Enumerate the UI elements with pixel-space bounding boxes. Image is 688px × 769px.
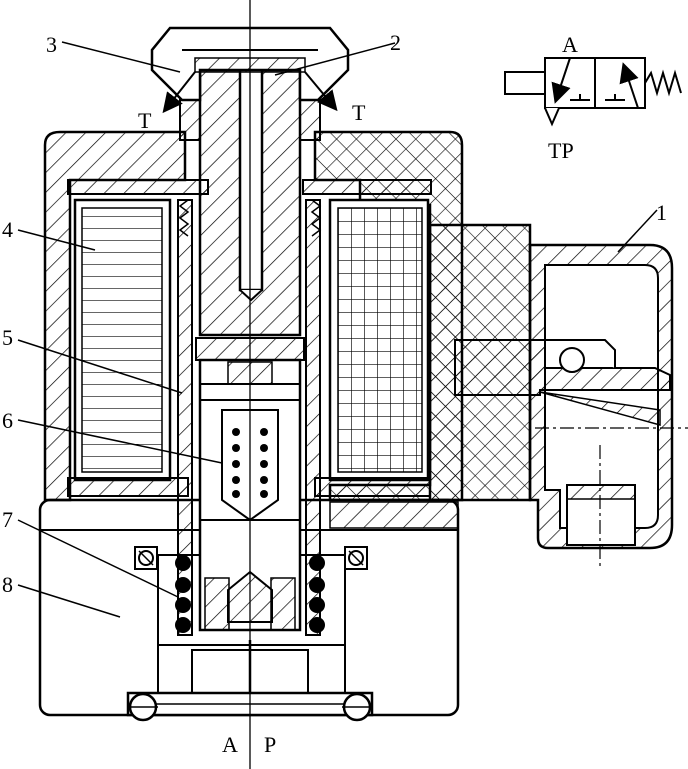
symbol-port-a: A [562,32,578,57]
label-part-4: 4 [2,217,13,242]
label-exhaust-left: T [138,108,152,133]
label-part-8: 8 [2,572,13,597]
spring-coils-6 [232,428,268,498]
label-exhaust-right: T [352,100,366,125]
label-part-1: 1 [656,200,667,225]
coil-4 [67,179,432,497]
seal-balls-7 [134,546,368,633]
label-port-a: A [222,732,238,757]
label-part-2: 2 [390,30,401,55]
leader-lines [17,41,658,618]
part-labels: 1 2 3 4 5 6 7 8 T T A P [2,30,667,757]
label-part-7: 7 [2,507,13,532]
label-part-3: 3 [46,32,57,57]
armature-tube-5 [177,199,321,636]
valve-symbol: A TP [504,32,682,163]
label-part-5: 5 [2,325,13,350]
symbol-port-tp: TP [548,138,574,163]
electrical-connector-1 [454,243,688,570]
label-port-p: P [264,732,276,757]
label-part-6: 6 [2,408,13,433]
